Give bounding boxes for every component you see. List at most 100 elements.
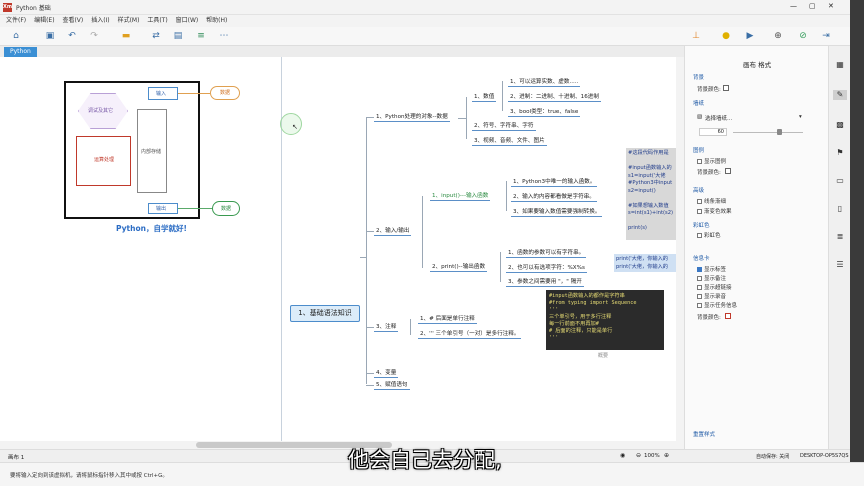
image-panel-icon[interactable]: ▩: [836, 120, 844, 129]
priority-icon[interactable]: ⊥: [692, 31, 700, 41]
topic-input-only[interactable]: 1、Python3中唯一的输入函数。: [511, 179, 598, 187]
topic-print-func[interactable]: 2、print()--输出函数: [430, 264, 488, 272]
mindmap-canvas[interactable]: 调试及其它 运算处理 内部存储 输入 输出 数据 数据 Python，自学就好!…: [0, 57, 684, 449]
topic-print-args[interactable]: 1、函数的参数可以有字符串。: [506, 250, 587, 258]
topic-hash-comment[interactable]: 1、# 后面是单行注释: [418, 316, 477, 324]
info-option-notes[interactable]: 显示备注: [697, 274, 726, 282]
link-b2: [366, 231, 374, 232]
info-option-task[interactable]: 显示任务信息: [697, 301, 737, 309]
chevron-down-icon[interactable]: ▾: [799, 114, 802, 120]
info-audio-checkbox[interactable]: [697, 294, 702, 299]
menu-insert[interactable]: 插入(I): [91, 17, 110, 24]
info-option-links[interactable]: 显示超链接: [697, 283, 732, 291]
root-topic[interactable]: 1、基础语法知识: [290, 305, 360, 322]
legend-color-swatch[interactable]: [725, 168, 731, 174]
wallpaper-select[interactable]: 选择墙纸...: [705, 116, 733, 122]
task-icon[interactable]: ☰: [836, 260, 844, 269]
rainbow-option[interactable]: 彩虹色: [697, 231, 721, 239]
menu-file[interactable]: 文件(F): [6, 17, 27, 24]
topic-print-sep[interactable]: 3、参数之间需要用 "，" 隔开: [506, 279, 584, 287]
maximize-button[interactable]: ▢: [809, 2, 816, 10]
menu-edit[interactable]: 编辑(E): [34, 17, 55, 24]
topic-multiline-comment[interactable]: 2、''' 三个单引号（一对）是多行注释。: [418, 331, 522, 339]
idea-icon[interactable]: ●: [722, 31, 730, 41]
summary-icon[interactable]: ≡: [197, 31, 205, 41]
info-notes-checkbox[interactable]: [697, 276, 702, 281]
gradient-checkbox[interactable]: [697, 209, 702, 214]
info-label-checkbox[interactable]: [697, 267, 702, 272]
topic-string[interactable]: 2、符号、字符串、字符: [472, 123, 536, 131]
topic-input-func[interactable]: 1、input()---输入函数: [430, 193, 491, 201]
topic-comment[interactable]: 3、注释: [374, 324, 399, 332]
share-icon[interactable]: ⊕: [774, 31, 782, 41]
menu-window[interactable]: 窗口(W): [175, 17, 199, 24]
zoom-level[interactable]: 100%: [644, 453, 660, 459]
topic-number[interactable]: 1、数值: [472, 94, 497, 102]
bg-color-swatch[interactable]: [723, 85, 729, 91]
info-option-label[interactable]: 显示标签: [697, 265, 726, 273]
redo-icon[interactable]: ↷: [90, 31, 98, 41]
tab-python[interactable]: Python: [4, 47, 37, 57]
note-print[interactable]: print('大佬，你输入的 print('大佬，你输入的: [614, 254, 678, 272]
vertical-scrollbar[interactable]: [676, 57, 684, 449]
note-panel-icon[interactable]: ▭: [836, 176, 844, 185]
zoom-in-icon[interactable]: ⊕: [664, 452, 670, 459]
note-input[interactable]: #这段代码作用是 #input函数输入的 s1=input('大佬 #Pytho…: [626, 148, 678, 240]
topic-bases[interactable]: 2、进制：二进制、十进制、16进制: [508, 94, 601, 102]
topic-media[interactable]: 3、视频、音频、文件、图片: [472, 138, 547, 146]
topic-input-string[interactable]: 2、输入的内容都看做是字符串。: [511, 194, 597, 202]
eye-icon[interactable]: ◉: [620, 452, 626, 459]
code-snippet[interactable]: #input函数输入的都作是字符串 #from typing import Se…: [546, 290, 664, 350]
opacity-input[interactable]: 60: [699, 128, 727, 136]
gradient-option[interactable]: 渐变色效果: [697, 207, 732, 215]
notes-list-icon[interactable]: ≣: [836, 232, 844, 241]
topic-real-complex[interactable]: 1、可以运算实数、虚数.....: [508, 79, 581, 87]
reset-style-link[interactable]: 重置样式: [693, 432, 716, 438]
topic-assignment[interactable]: 5、赋值语句: [374, 382, 410, 390]
relationship-icon[interactable]: ⇄: [152, 31, 160, 41]
topic-icon[interactable]: ▬: [121, 31, 131, 41]
export-icon[interactable]: ⇥: [822, 31, 830, 41]
topic-data-objects[interactable]: 1、Python处理的对象--数据: [374, 114, 450, 122]
legend-show-option[interactable]: 显示图例: [697, 157, 726, 165]
opacity-slider[interactable]: [733, 132, 803, 133]
marker-flag-icon[interactable]: ⚑: [836, 148, 844, 157]
info-color-swatch[interactable]: [725, 313, 731, 319]
undo-icon[interactable]: ↶: [68, 31, 76, 41]
save-icon[interactable]: ▣: [45, 31, 55, 41]
topic-variable[interactable]: 4、变量: [374, 370, 399, 378]
close-button[interactable]: ✕: [828, 2, 834, 10]
more-icon[interactable]: ⋯: [219, 31, 229, 41]
wallpaper-icon: ▧: [697, 114, 703, 120]
topic-input-convert[interactable]: 3、如果要输入数值需要强制转换。: [511, 209, 603, 217]
link-icon[interactable]: ⊘: [799, 31, 807, 41]
topic-print-format[interactable]: 2、也可以有选项字符：%X%s: [506, 265, 587, 273]
horizontal-scrollbar[interactable]: [0, 441, 676, 449]
info-links-checkbox[interactable]: [697, 285, 702, 290]
presentation-icon[interactable]: ▶: [746, 31, 754, 41]
outline-icon[interactable]: ▦: [836, 60, 844, 69]
document-icon[interactable]: ▯: [837, 204, 843, 213]
info-bg-label: 背景颜色:: [697, 315, 721, 321]
sheet-label[interactable]: 画布 1: [8, 455, 25, 461]
format-brush-icon[interactable]: ✎: [833, 90, 847, 100]
line-taper-checkbox[interactable]: [697, 199, 702, 204]
image-icon[interactable]: ▤: [173, 31, 183, 41]
topic-bool[interactable]: 3、bool类型：true、false: [508, 109, 581, 117]
menu-help[interactable]: 帮助(H): [206, 17, 228, 24]
info-task-checkbox[interactable]: [697, 303, 702, 308]
topic-io[interactable]: 2、输入/输出: [374, 228, 412, 236]
rainbow-checkbox[interactable]: [697, 233, 702, 238]
scroll-thumb[interactable]: [196, 442, 392, 448]
menu-style[interactable]: 样式(M): [117, 17, 140, 24]
autosave-status[interactable]: 自动保存: 关闭: [756, 454, 790, 460]
menu-tools[interactable]: 工具(T): [147, 17, 168, 24]
legend-checkbox[interactable]: [697, 159, 702, 164]
opacity-slider-thumb[interactable]: [777, 129, 782, 135]
info-option-audio[interactable]: 显示录音: [697, 292, 726, 300]
menu-view[interactable]: 查看(V): [62, 17, 84, 24]
zoom-out-icon[interactable]: ⊖: [636, 452, 642, 459]
home-icon[interactable]: ⌂: [13, 31, 19, 41]
line-taper-option[interactable]: 线条渐细: [697, 197, 726, 205]
minimize-button[interactable]: —: [790, 2, 797, 10]
